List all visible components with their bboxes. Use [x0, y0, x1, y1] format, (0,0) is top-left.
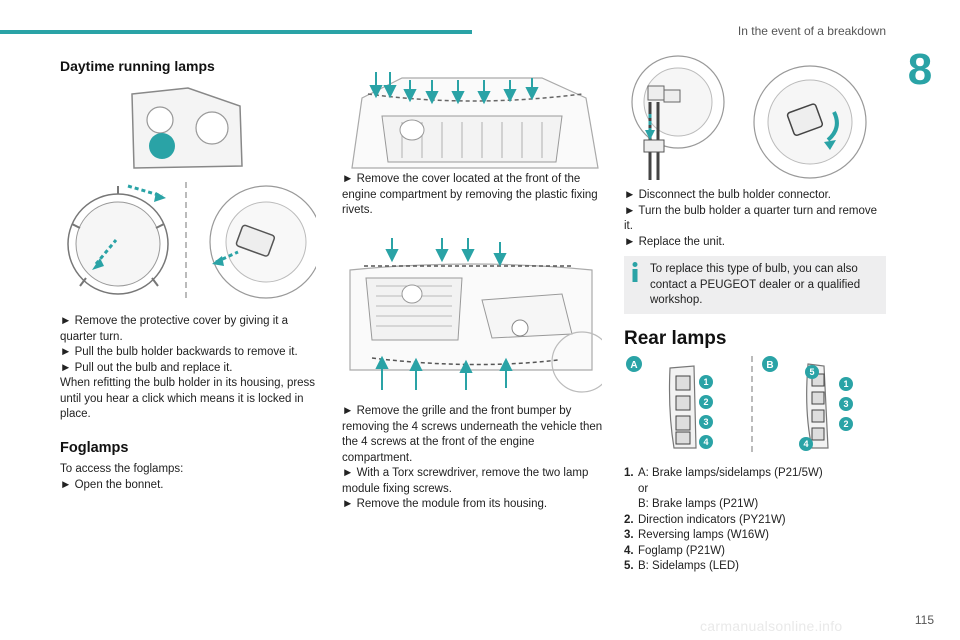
callout-b-4: 4 [803, 439, 808, 449]
foglamps-heading: Foglamps [60, 440, 129, 456]
rear-lamp-item-text: A: Brake lamps/sidelamps (P21/5W) or B: Br… [638, 466, 823, 513]
grille-removal-steps: ► Remove the grille and the front bumper… [342, 404, 604, 513]
badge-a [626, 356, 642, 372]
grille-bumper-illustration [342, 230, 602, 396]
callout-b-5: 5 [809, 367, 814, 377]
bonnet-cover-illustration [342, 58, 602, 170]
watermark: carmanualsonline.info [700, 618, 843, 634]
rear-lamp-item-number: 4. [624, 544, 634, 557]
rear-lamp-item-number: 1. [624, 467, 634, 479]
info-icon [632, 262, 638, 282]
foglamps-intro: To access the foglamps: [60, 463, 184, 475]
foglamp-step: ► Replace the unit. [624, 235, 725, 248]
badge-a-label: A [630, 360, 637, 371]
rear-lamp-item: 2. Direction indicators (PY21W) [624, 513, 886, 529]
badge-b [762, 356, 778, 372]
header-accent-bar [0, 30, 472, 34]
callout-a-4: 4 [703, 437, 708, 447]
page-number: 115 [914, 613, 934, 627]
rear-lamp-item-text: Foglamp (P21W) [638, 544, 725, 560]
rear-lamp-item-text: Reversing lamps (W16W) [638, 528, 769, 544]
rear-lamp-item-line: A: Brake lamps/sidelamps (P21/5W) [638, 467, 823, 479]
cover-step-text: ► Remove the cover located at the front … [342, 173, 598, 216]
grille-step: ► Remove the grille and the front bumper… [342, 405, 603, 464]
foglamp-step: ► Turn the bulb holder a quarter turn an… [624, 204, 878, 233]
rear-lamps-illustration: A 1 2 3 4 B 5 1 [624, 352, 888, 460]
rear-lamps-section: Rear lamps [624, 328, 886, 350]
badge-b-label: B [766, 360, 773, 371]
drl-step: ► Remove the protective cover by giving … [60, 315, 289, 343]
drl-step: ► Pull the bulb holder backwards to remo… [60, 346, 298, 358]
rear-lamps-list-wrap: 1. A: Brake lamps/sidelamps (P21/5W) or B: … [624, 466, 886, 575]
rear-lamp-item-line: Direction indicators (PY21W) [638, 513, 786, 526]
rear-lamp-item-number: 3. [624, 529, 634, 541]
callout-a-2: 2 [703, 397, 708, 407]
rear-lamp-item-text: Direction indicators (PY21W) [638, 513, 786, 529]
callout-b-2: 2 [843, 419, 848, 429]
grille-step: ► Remove the module from its housing. [342, 498, 548, 510]
drl-cover-removal-illustration [66, 178, 316, 304]
drl-steps: ► Remove the protective cover by giving … [60, 314, 322, 423]
rear-lamp-item-line: or [638, 482, 649, 495]
rear-lamps-heading: Rear lamps [624, 328, 727, 349]
chapter-number: 8 [907, 45, 933, 94]
callout-b-3: 3 [843, 399, 848, 409]
drl-step: ► Pull out the bulb and replace it. [60, 361, 233, 374]
column-left: Daytime running lamps [60, 58, 322, 74]
rear-lamp-item-number: 2. [624, 513, 634, 526]
rear-lamp-item-line: B: Sidelamps (LED) [638, 560, 739, 572]
grille-step: ► With a Torx screwdriver, remove the tw… [342, 467, 589, 495]
info-note: To replace this type of bulb, you can al… [624, 256, 886, 314]
foglamp-steps: ► Disconnect the bulb holder connector. … [624, 188, 886, 250]
section-title: In the event of a breakdown [737, 24, 886, 38]
rear-lamp-item: 4. Foglamp (P21W) [624, 544, 886, 560]
rear-lamp-item-line: B: Brake lamps (P21W) [638, 498, 759, 510]
rear-lamps-list: 1. A: Brake lamps/sidelamps (P21/5W) or B: … [624, 466, 886, 575]
rear-lamp-item-line: Foglamp (P21W) [638, 544, 725, 557]
foglamp-step: ► Disconnect the bulb holder connector. [624, 189, 832, 201]
drl-heading: Daytime running lamps [60, 58, 215, 74]
drl-lamp-illustration [128, 84, 246, 172]
foglamps-section: Foglamps To access the foglamps: ► Open … [60, 440, 322, 493]
info-note-text: To replace this type of bulb, you can al… [650, 263, 861, 306]
callout-a-1: 1 [703, 377, 708, 387]
foglamps-step: ► Open the bonnet. [60, 478, 164, 491]
rear-lamp-item: 5. B: Sidelamps (LED) [624, 559, 886, 575]
rear-lamp-item-line: Reversing lamps (W16W) [638, 529, 769, 541]
callout-b-1: 1 [843, 379, 848, 389]
cover-removal-step: ► Remove the cover located at the front … [342, 172, 604, 219]
drl-refit-note: When refitting the bulb holder in its ho… [60, 377, 316, 420]
rear-lamp-item: 1. A: Brake lamps/sidelamps (P21/5W) or B: … [624, 466, 886, 513]
rear-lamp-item-number: 5. [624, 560, 634, 572]
callout-a-3: 3 [703, 417, 708, 427]
rear-lamp-item: 3. Reversing lamps (W16W) [624, 528, 886, 544]
rear-lamp-item-text: B: Sidelamps (LED) [638, 559, 739, 575]
foglamp-bulb-illustration [624, 54, 886, 182]
